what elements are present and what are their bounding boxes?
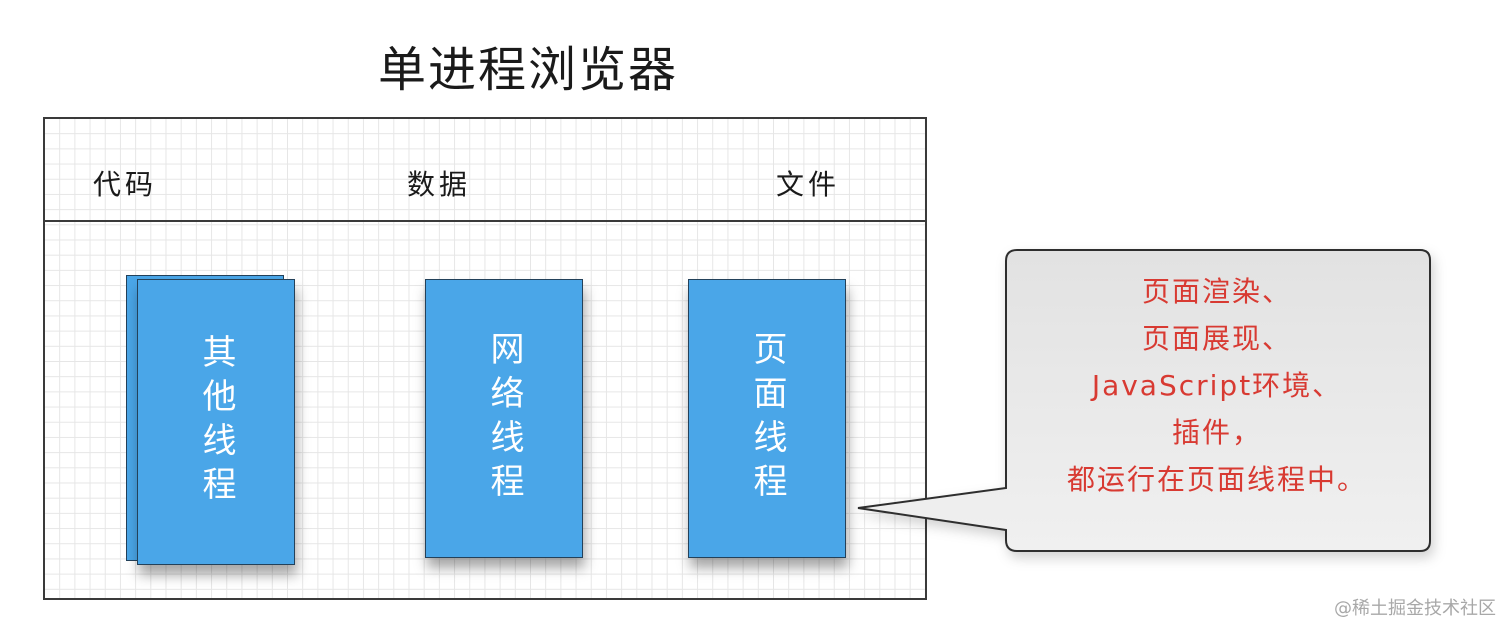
thread-label-page: 页面线程 <box>747 330 787 507</box>
callout-line-javascript: JavaScript环境、 <box>1091 369 1343 402</box>
thread-card-other: 其他线程 <box>137 279 295 565</box>
diagram-title: 单进程浏览器 <box>377 42 678 98</box>
resource-divider-line <box>45 220 925 222</box>
watermark: @稀土掘金技术社区 <box>1334 598 1496 619</box>
callout-line-summary: 都运行在页面线程中。 <box>1066 463 1367 496</box>
thread-label-network: 网络线程 <box>484 330 524 507</box>
callout-line-rendering: 页面渲染、 <box>1141 275 1292 308</box>
thread-card-network: 网络线程 <box>425 279 583 558</box>
resource-label-code: 代码 <box>93 168 158 201</box>
callout-text: 页面渲染、 页面展现、 JavaScript环境、 插件， 都运行在页面线程中。 <box>1006 268 1428 503</box>
callout-line-plugins: 插件， <box>1171 416 1262 449</box>
thread-card-page: 页面线程 <box>688 279 846 558</box>
callout-line-display: 页面展现、 <box>1141 322 1292 355</box>
thread-label-other: 其他线程 <box>196 334 236 510</box>
resource-label-data: 数据 <box>407 168 472 201</box>
resource-label-files: 文件 <box>776 168 841 201</box>
single-process-box: 代码 数据 文件 其他线程 网络线程 页面线程 <box>43 117 927 600</box>
